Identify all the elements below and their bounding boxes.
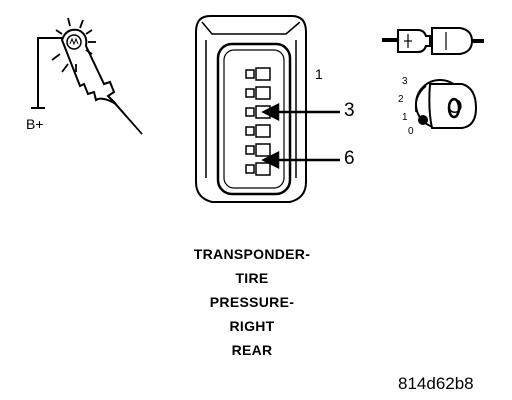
pin-1-label: 1: [315, 66, 323, 82]
ignition-switch-icon: [414, 79, 478, 129]
ignition-key-letter: O: [447, 96, 463, 118]
connector-housing: [195, 15, 307, 203]
pin-terminals: [245, 67, 271, 176]
pin-3-label: 3: [344, 100, 355, 121]
caption-line-4: RIGHT: [229, 318, 275, 334]
ignition-position-2: 2: [398, 94, 404, 105]
pin-6-label: 6: [344, 148, 355, 169]
ignition-key-head: [428, 83, 478, 129]
supply-wire: [37, 37, 70, 108]
ignition-position-1: 1: [402, 112, 408, 123]
bulb: [66, 34, 82, 50]
test-light-icon: [31, 17, 143, 135]
ignition-position-0: 0: [408, 126, 414, 137]
light-rays-icon: [51, 17, 96, 73]
supply-label: B+: [26, 116, 44, 132]
caption-line-1: TRANSPONDER-: [193, 246, 311, 262]
pin-3-arrow: [261, 102, 340, 122]
caption-line-3: PRESSURE-: [209, 294, 295, 310]
connector-face: [195, 15, 340, 203]
caption-line-5: REAR: [231, 342, 273, 358]
key-fob-icon: [382, 27, 484, 55]
caption-line-2: TIRE: [235, 270, 269, 286]
connector-cavity: [216, 42, 292, 196]
ignition-position-marker: [418, 115, 428, 125]
ignition-position-3: 3: [402, 76, 408, 87]
figure-id: 814d62b8: [398, 374, 474, 393]
pin-6-arrow: [261, 150, 340, 170]
